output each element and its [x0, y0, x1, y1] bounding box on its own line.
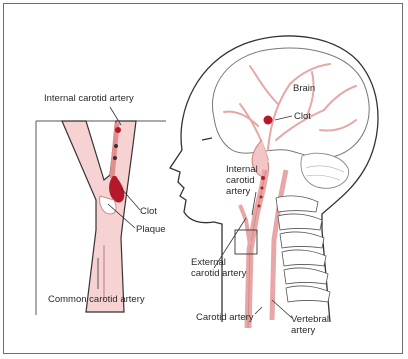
- label-internal-carotid-inset: Internal carotid artery: [44, 93, 134, 104]
- label-vertebral-1: Vertebral: [291, 314, 329, 325]
- inset-artery-wall: [62, 121, 136, 312]
- label-vertebral-2: artery: [291, 325, 316, 336]
- label-internal-carotid-3: artery: [226, 186, 251, 197]
- label-plaque: Plaque: [136, 224, 166, 235]
- brain-outline: [212, 48, 369, 158]
- label-clot-brain: Clot: [294, 111, 311, 122]
- label-internal-carotid-2: carotid: [226, 175, 255, 186]
- brain-clot: [264, 116, 273, 125]
- label-carotid-artery: Carotid artery: [196, 312, 254, 323]
- eye: [202, 138, 212, 140]
- cervical-spine: [276, 196, 330, 302]
- face-outline: [170, 150, 222, 322]
- label-external-carotid-1: External: [191, 257, 226, 268]
- label-common-carotid: Common carotid artery: [48, 294, 145, 305]
- label-brain: Brain: [293, 83, 315, 94]
- label-clot-inset: Clot: [140, 206, 157, 217]
- label-internal-carotid-1: Internal: [226, 164, 258, 175]
- label-external-carotid-2: carotid artery: [191, 268, 247, 279]
